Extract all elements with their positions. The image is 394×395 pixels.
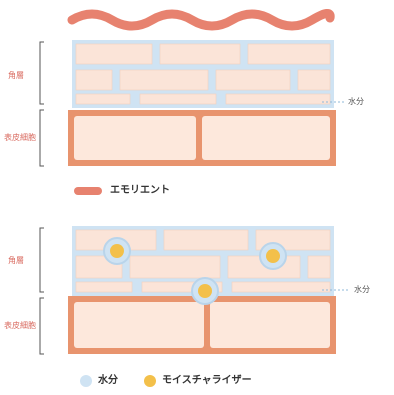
top-horny-layer-label: 角層 bbox=[8, 71, 24, 80]
water-legend-swatch bbox=[80, 375, 92, 387]
water-legend-label: 水分 bbox=[98, 375, 118, 386]
moisturizer-molecules bbox=[103, 237, 287, 305]
bottom-epidermal-layer-label: 表皮細胞 bbox=[4, 321, 36, 330]
top-water-label: 水分 bbox=[348, 97, 364, 106]
bottom-dermis-bracket bbox=[39, 297, 44, 355]
top-horny-bracket bbox=[39, 41, 44, 105]
emollient-legend-swatch bbox=[74, 187, 102, 195]
top-dermis-bracket bbox=[39, 109, 44, 167]
bottom-diagram bbox=[39, 226, 350, 387]
moisturizer-legend-label: モイスチャライザー bbox=[162, 375, 252, 386]
top-diagram bbox=[39, 9, 344, 195]
emollient-legend-label: エモリエント bbox=[110, 185, 170, 196]
emollient-film bbox=[67, 9, 335, 31]
top-horny-bricks bbox=[75, 43, 331, 105]
bottom-horny-layer-label: 角層 bbox=[8, 256, 24, 265]
top-epidermal-layer-label: 表皮細胞 bbox=[4, 133, 36, 142]
bottom-water-label: 水分 bbox=[354, 285, 370, 294]
moisturizer-legend-swatch bbox=[144, 375, 156, 387]
top-epidermal-cells bbox=[68, 110, 336, 166]
bottom-horny-bracket bbox=[39, 227, 44, 293]
bottom-epidermal-cells bbox=[68, 296, 336, 354]
